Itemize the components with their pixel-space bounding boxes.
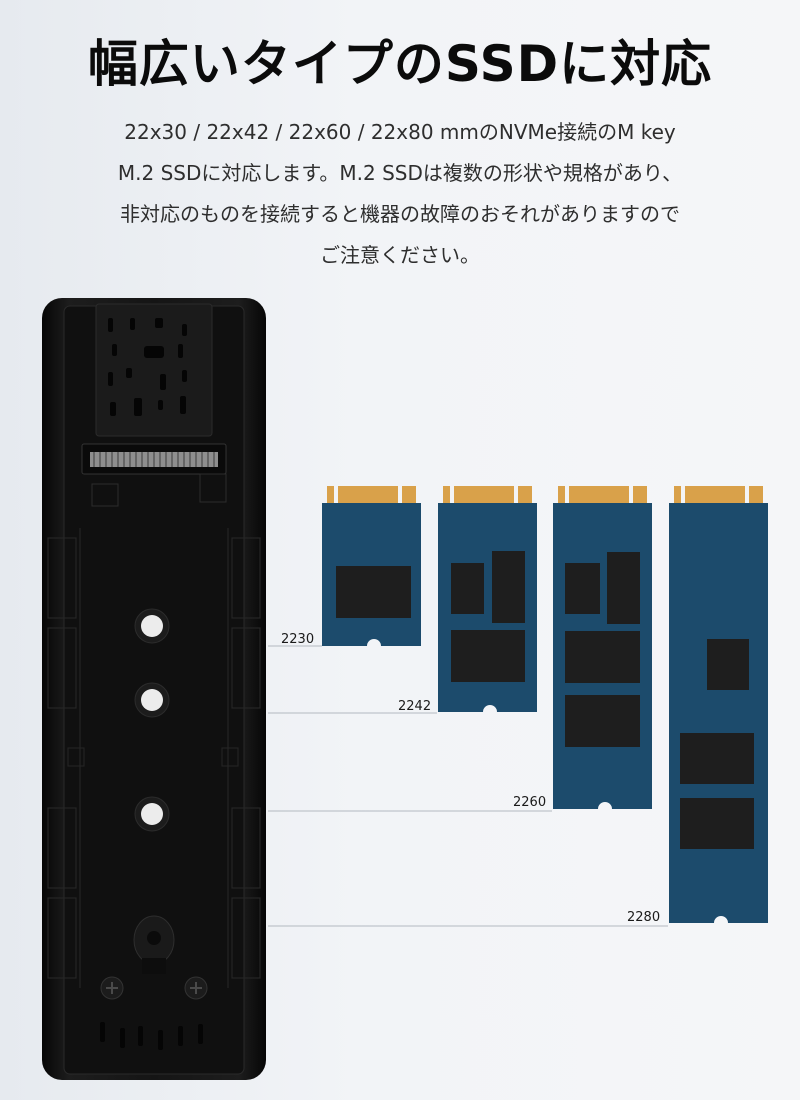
page-title: 幅広いタイプのSSDに対応 [87, 35, 713, 93]
ssd-label-2280: 2280 [627, 910, 660, 925]
ssd-2230: 2230 [281, 486, 421, 647]
ssd-2260: 2260 [513, 486, 652, 810]
ssd-label-2242: 2242 [398, 699, 431, 714]
description-line-4: ご注意ください。 [320, 243, 480, 267]
leader-lines [268, 645, 668, 927]
description-line-3: 非対応のものを接続すると機器の故障のおそれがありますので [120, 202, 680, 226]
side-rails [47, 528, 261, 988]
bottom-screws [100, 976, 208, 1000]
ssd-label-2260: 2260 [513, 795, 546, 810]
ssd-label-2230: 2230 [281, 632, 314, 647]
description: 22x30 / 22x42 / 22x60 / 22x80 mmのNVMe接続の… [0, 112, 800, 276]
ssd-enclosure-image [42, 298, 266, 1080]
screw-posts [134, 608, 170, 832]
ssd-2242: 2242 [398, 486, 537, 714]
vent-slots [108, 318, 187, 416]
bottom-vents [100, 1022, 203, 1050]
ssd-2280: 2280 [627, 486, 768, 925]
latch [133, 915, 175, 974]
description-line-1: 22x30 / 22x42 / 22x60 / 22x80 mmのNVMe接続の… [124, 120, 676, 144]
description-line-2: M.2 SSDに対応します。M.2 SSDは複数の形状や規格があり、 [117, 161, 683, 185]
